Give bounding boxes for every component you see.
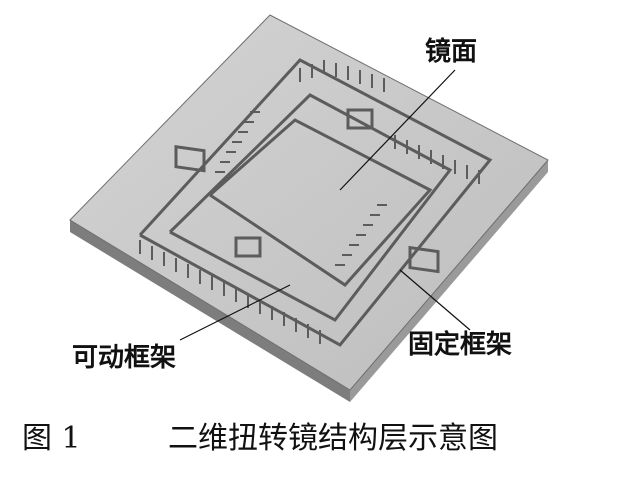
leader-fixed-frame (399, 269, 471, 331)
label-mirror: 镜面 (425, 36, 477, 67)
comb-mirror-left (215, 111, 260, 173)
hinge-top (346, 108, 374, 130)
label-fixed-frame: 固定框架 (408, 329, 512, 360)
comb-bottom-outer (139, 240, 321, 344)
comb-top-outer (299, 60, 385, 92)
leader-movable-frame (179, 284, 291, 341)
hinge-left (174, 145, 206, 173)
hinge-bottom (234, 236, 262, 258)
substrate-side-right (350, 160, 548, 402)
caption-number: 图 1 (22, 421, 81, 456)
substrate-side (70, 220, 350, 402)
mirror-slot (209, 118, 433, 287)
comb-mirror-right (335, 204, 387, 266)
leader-mirror (339, 69, 456, 191)
comb-right-outer (394, 135, 480, 184)
hinge-right (408, 245, 440, 274)
caption-text: 二维扭转镜结构层示意图 (168, 421, 498, 456)
label-movable-frame: 可动框架 (72, 343, 176, 373)
fixed-frame-outer-slot (138, 58, 493, 347)
substrate-top (69, 14, 549, 391)
